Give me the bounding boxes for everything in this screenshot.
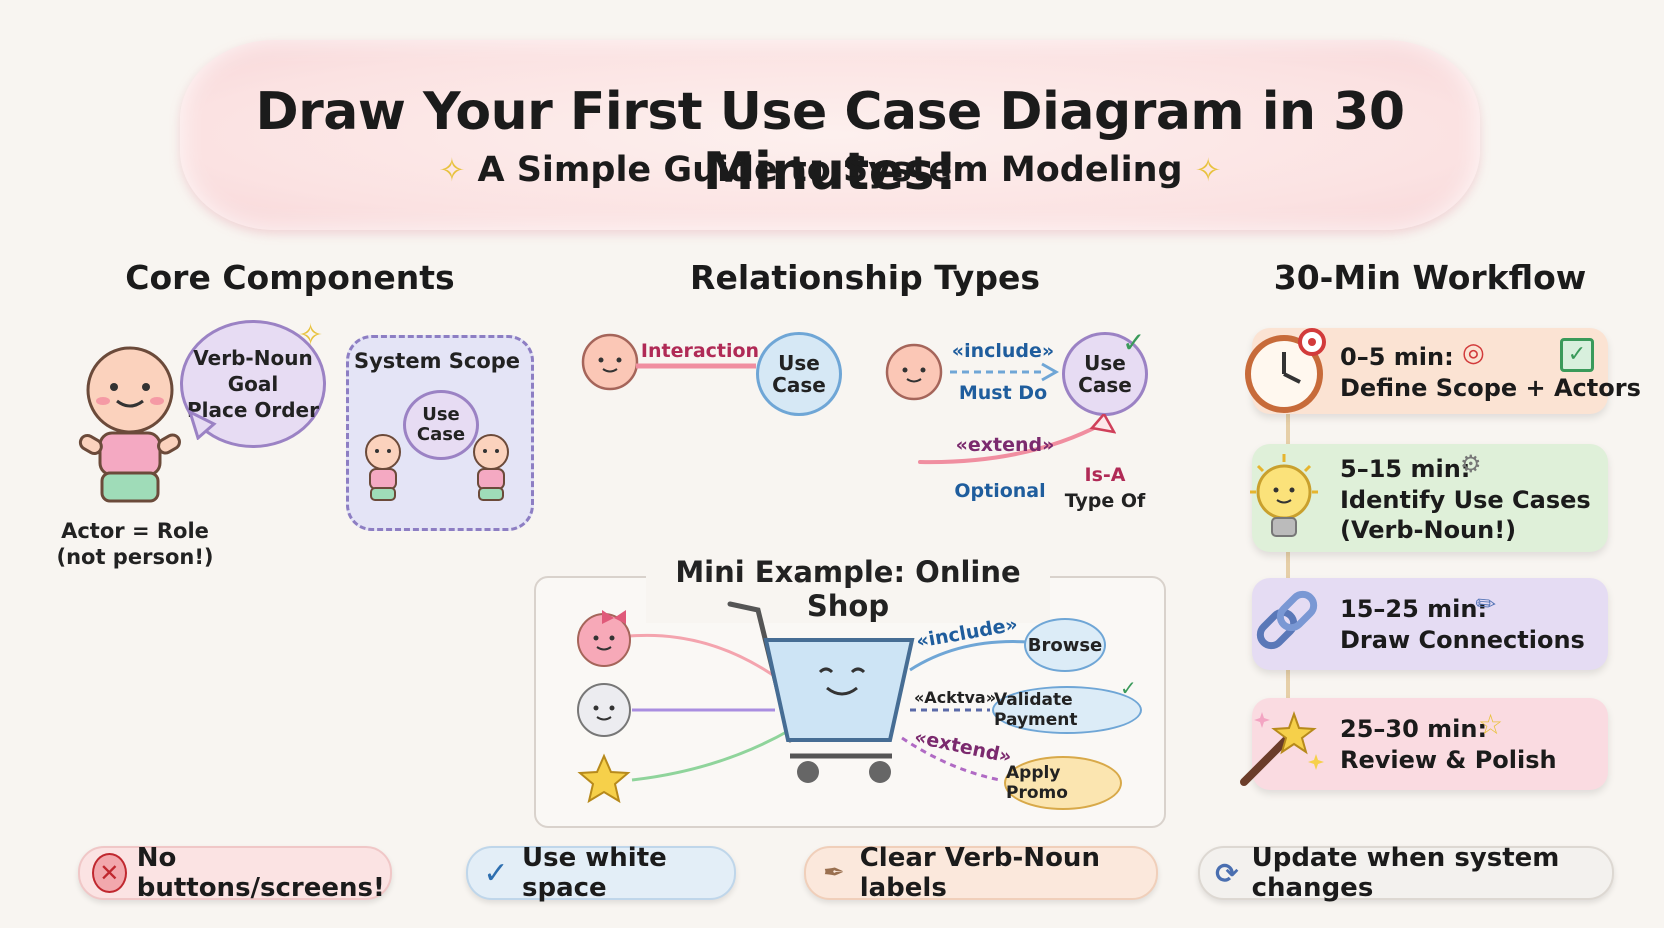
workflow-step-2-time: 5–15 min: <box>1340 455 1471 483</box>
bubble-tail <box>188 410 217 440</box>
mini-example-title: Mini Example: Online Shop <box>646 555 1050 623</box>
scope-use-case: Use Case <box>403 390 479 460</box>
sparkle-icon: ✧ <box>438 151 466 189</box>
title-cloud <box>180 40 1480 230</box>
cross-icon: ✕ <box>92 853 127 893</box>
actor-label-line: (not person!) <box>56 545 214 570</box>
workflow-title: 30-Min Workflow <box>1273 258 1587 297</box>
shopping-cart-icon <box>727 601 915 783</box>
mini-example-diagram <box>577 601 1029 804</box>
page-title: Draw Your First Use Case Diagram in 30 M… <box>255 82 1405 202</box>
tip-text: No buttons/screens! <box>136 843 385 903</box>
include-use-case: Use Case <box>1062 332 1148 416</box>
tip-update: ⟳ Update when system changes <box>1198 843 1614 903</box>
bubble-line: Place Order <box>186 398 319 422</box>
workflow-step-4-desc: Review & Polish <box>1340 746 1557 774</box>
bubble-line: Goal <box>227 372 279 396</box>
workflow-step-4 <box>1252 698 1608 790</box>
refresh-icon: ⟳ <box>1215 856 1239 890</box>
extend-label: «extend» <box>955 434 1055 456</box>
lightbulb-icon <box>1250 454 1318 537</box>
check-icon: ✓ <box>483 855 509 891</box>
tip-no-buttons: ✕ No buttons/screens! <box>78 843 392 903</box>
tip-verb-noun: ✒ Clear Verb-Noun labels <box>804 843 1158 903</box>
workflow-step-2-desc: Identify Use Cases <box>1340 486 1591 514</box>
workflow-step-1-time: 0–5 min: <box>1340 343 1454 371</box>
clock-icon <box>1245 328 1326 413</box>
customer-face-icon <box>577 610 631 667</box>
gear-icon: ⚙ <box>1460 450 1482 478</box>
interaction-line <box>636 363 756 369</box>
tip-text: Use white space <box>522 843 667 903</box>
actor-role-label: Actor = Role (not person!) <box>50 518 220 571</box>
is-a-label: Is-A <box>1084 464 1126 486</box>
sparkle-icon: ✧ <box>1194 151 1222 189</box>
target-icon: ◎ <box>1462 338 1485 368</box>
tip-text: Clear Verb-Noun labels <box>859 843 1100 903</box>
tip-text: Update when system changes <box>1251 843 1560 903</box>
validate-payment-use-case: Validate Payment <box>992 686 1142 734</box>
checkbox-icon: ✓ <box>1560 338 1594 372</box>
subtitle-text: A Simple Guide to System Modeling <box>477 150 1183 190</box>
extend-arrow <box>918 414 1116 465</box>
tip-white-space: ✓ Use white space <box>466 843 736 903</box>
magic-wand-icon <box>1240 711 1324 786</box>
include-arrow <box>950 362 1060 382</box>
interaction-label: Interaction <box>640 340 760 362</box>
system-scope-title: System Scope <box>353 349 521 373</box>
actor-label-line: Actor = Role <box>61 519 209 543</box>
relationship-types-title: Relationship Types <box>690 258 1040 297</box>
must-do-label: Must Do <box>958 382 1048 404</box>
workflow-step-3-time: 15–25 min: <box>1340 595 1488 623</box>
check-icon: ✓ <box>1120 676 1137 700</box>
workflow-step-2 <box>1252 444 1608 552</box>
admin-face-icon <box>577 683 631 737</box>
bubble-line: Verb-Noun <box>193 346 313 370</box>
core-components-title: Core Components <box>125 258 455 297</box>
actor-face-icon <box>581 333 639 391</box>
workflow-step-3 <box>1252 578 1608 670</box>
workflow-step-2-desc2: (Verb-Noun!) <box>1340 516 1517 544</box>
link-icon <box>1256 590 1318 650</box>
star-icon <box>577 753 631 804</box>
include-label: «include» <box>951 340 1055 362</box>
workflow-step-4-time: 25–30 min: <box>1340 715 1488 743</box>
check-icon: ✓ <box>1122 326 1146 359</box>
type-of-label: Type Of <box>1064 490 1146 512</box>
sparkle-icon: ✧ <box>298 318 324 353</box>
example-validate-rel-label: «Acktva» <box>913 688 997 707</box>
apply-promo-use-case: Apply Promo <box>1004 756 1122 810</box>
workflow-step-1-desc: Define Scope + Actors <box>1340 374 1641 402</box>
workflow-step-3-desc: Draw Connections <box>1340 626 1585 654</box>
optional-label: Optional <box>954 480 1046 502</box>
feather-icon: ✒ <box>822 858 845 888</box>
browse-use-case: Browse <box>1024 618 1106 672</box>
actor-character-icon <box>78 346 181 503</box>
page-subtitle: ✧ A Simple Guide to System Modeling ✧ <box>180 150 1480 190</box>
relationship-use-case: Use Case <box>756 332 842 416</box>
actor-face-icon <box>885 343 943 401</box>
star-icon: ☆ <box>1478 708 1504 741</box>
scope-actor-icon <box>365 434 401 501</box>
scope-actor-icon <box>473 434 509 501</box>
